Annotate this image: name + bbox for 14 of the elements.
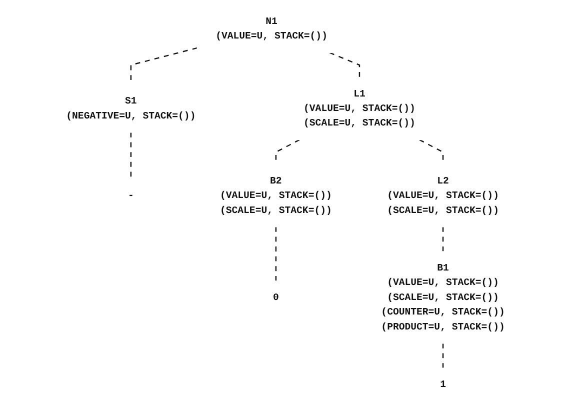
connector	[130, 132, 132, 180]
node-text: B2 (VALUE=U, STACK=()) (SCALE=U, STACK=())	[220, 175, 332, 216]
node-text: L2 (VALUE=U, STACK=()) (SCALE=U, STACK=())	[387, 175, 499, 216]
node-text: 0	[272, 292, 279, 303]
connector	[275, 226, 277, 281]
node-text: N1 (VALUE=U, STACK=())	[216, 16, 328, 42]
node-text: L1 (VALUE=U, STACK=()) (SCALE=U, STACK=())	[304, 88, 416, 129]
connector	[442, 343, 444, 368]
node-text: S1 (NEGATIVE=U, STACK=())	[66, 96, 196, 122]
node-text: -	[128, 190, 134, 202]
node-text: 1	[440, 379, 446, 390]
connector	[442, 226, 444, 252]
connector	[329, 52, 360, 78]
node-text: B1 (VALUE=U, STACK=()) (SCALE=U, STACK=()) (COUNTER=U, STACK=()) (PRODUCT=U, STACK=())	[381, 262, 505, 332]
